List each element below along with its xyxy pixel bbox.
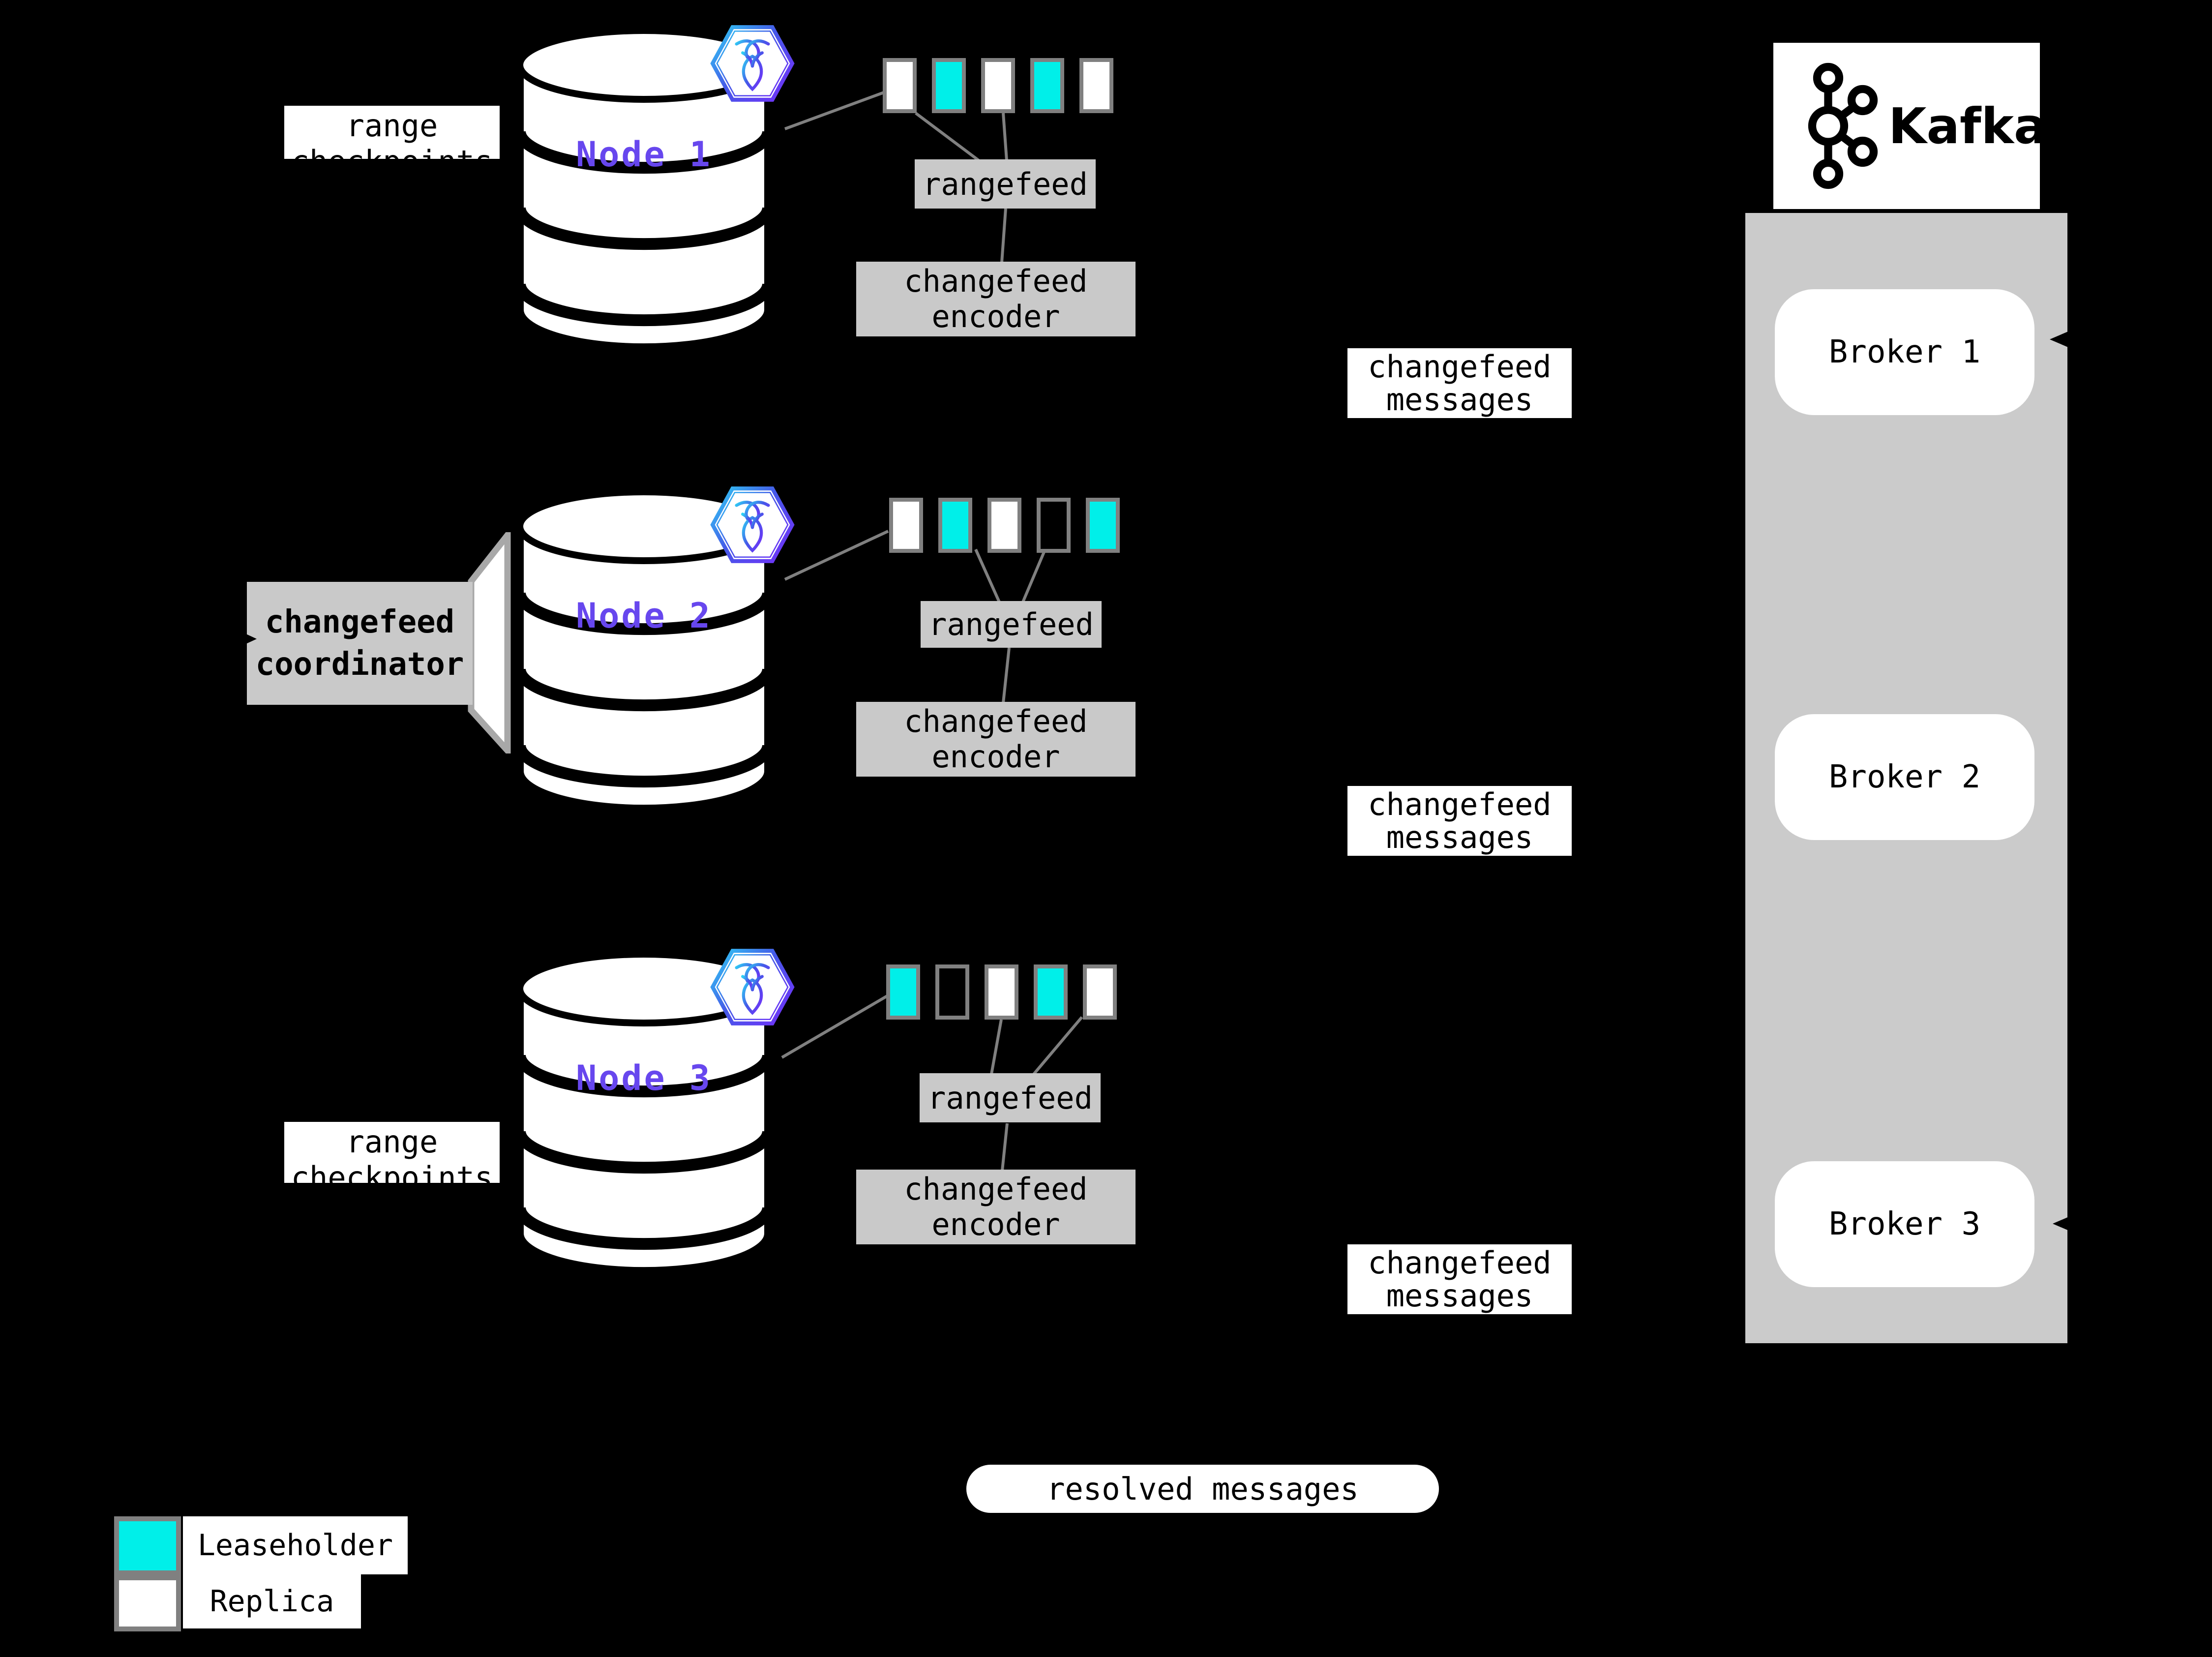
connector-line <box>1021 550 1046 603</box>
broker-box: Broker 2 <box>1775 714 2034 840</box>
node-name: Node 1 <box>576 134 712 175</box>
range-checkpoints-line1: range <box>346 1124 438 1160</box>
range-square-leaseholder <box>938 498 972 553</box>
resolved-messages-pill: resolved messages <box>966 1465 1439 1513</box>
database-cylinder-icon <box>515 488 773 813</box>
range-checkpoints-line2: checkpoints <box>291 1160 493 1183</box>
kafka-wordmark: Kafka <box>1888 97 2047 155</box>
connector-line <box>781 994 888 1059</box>
encoder-line1: changefeed <box>904 263 1088 299</box>
range-square-replica <box>1079 58 1113 113</box>
range-square-replica <box>1083 964 1117 1020</box>
range-square-replica <box>985 964 1018 1020</box>
encoder-line2: encoder <box>931 739 1060 775</box>
range-checkpoints-label: range checkpoints <box>284 106 500 159</box>
node-name: Node 3 <box>576 1058 712 1098</box>
node-name: Node 2 <box>576 596 712 636</box>
range-checkpoints-line1: range <box>346 108 438 144</box>
connector-line <box>1002 647 1011 703</box>
range-square-leaseholder <box>1034 964 1068 1020</box>
database-cylinder-icon <box>515 951 773 1275</box>
changefeed-encoder-box: changefeed encoder <box>856 702 1136 777</box>
rangefeed-box: rangefeed <box>921 601 1102 648</box>
legend-leaseholder-label: Leaseholder <box>183 1516 408 1574</box>
range-checkpoints-label: range checkpoints <box>284 1122 500 1183</box>
messages-line2: messages <box>1386 819 1533 855</box>
changefeed-encoder-box: changefeed encoder <box>856 262 1136 336</box>
range-square-empty <box>1037 498 1071 553</box>
connector-line <box>1002 113 1008 161</box>
range-squares-row <box>889 498 1120 553</box>
changefeed-messages-box: changefeed messages <box>1347 348 1572 418</box>
broker-box: Broker 3 <box>1775 1161 2034 1287</box>
connector-line <box>1032 1016 1083 1075</box>
range-square-replica <box>987 498 1021 553</box>
rangefeed-box: rangefeed <box>920 1073 1101 1122</box>
range-square-replica <box>981 58 1015 113</box>
range-square-replica <box>883 58 917 113</box>
legend-replica-label: Replica <box>183 1574 361 1628</box>
connector-line <box>784 530 889 581</box>
cockroachdb-icon <box>710 486 795 563</box>
kafka-icon <box>1808 62 1878 189</box>
changefeed-coordinator-label: changefeed coordinator <box>247 582 473 705</box>
range-square-leaseholder <box>932 58 966 113</box>
range-checkpoints-line2: checkpoints <box>284 144 500 159</box>
kafka-broker-cluster: Broker 1 Broker 2 Broker 3 <box>1745 213 2067 1343</box>
connector-line <box>784 90 886 130</box>
cockroachdb-icon <box>710 25 795 102</box>
coordinator-line1: changefeed <box>265 604 455 640</box>
coordinator-line2: coordinator <box>255 646 464 683</box>
changefeed-encoder-box: changefeed encoder <box>856 1170 1136 1244</box>
changefeed-messages-box: changefeed messages <box>1347 786 1572 856</box>
messages-line1: changefeed <box>1368 1245 1552 1281</box>
connector-line <box>1001 1123 1009 1171</box>
arrow-right-icon <box>231 627 257 651</box>
messages-line2: messages <box>1386 1278 1533 1314</box>
range-square-leaseholder <box>1086 498 1120 553</box>
connector-line <box>974 548 1001 603</box>
encoder-line2: encoder <box>931 1206 1060 1242</box>
connector-line <box>915 112 980 162</box>
coordinator-flag-shape <box>468 532 511 753</box>
broker-box: Broker 1 <box>1775 289 2034 415</box>
encoder-line1: changefeed <box>904 1171 1088 1207</box>
range-squares-row <box>883 58 1113 113</box>
kafka-logo: Kafka <box>1773 43 2047 209</box>
connector-line <box>1000 208 1007 263</box>
encoder-line2: encoder <box>931 299 1060 334</box>
rangefeed-box: rangefeed <box>915 159 1096 209</box>
messages-line2: messages <box>1386 382 1533 418</box>
range-square-leaseholder <box>1030 58 1064 113</box>
range-square-leaseholder <box>886 964 920 1020</box>
messages-line1: changefeed <box>1368 786 1552 822</box>
changefeed-messages-box: changefeed messages <box>1347 1244 1572 1314</box>
legend-leaseholder-swatch <box>114 1516 181 1575</box>
range-squares-row <box>886 964 1117 1020</box>
messages-line1: changefeed <box>1368 349 1552 385</box>
legend-replica-swatch <box>114 1575 181 1631</box>
cockroachdb-icon <box>710 949 795 1025</box>
connector-line <box>990 1019 1003 1075</box>
range-square-replica <box>889 498 923 553</box>
range-square-empty <box>935 964 969 1020</box>
encoder-line1: changefeed <box>904 703 1088 739</box>
